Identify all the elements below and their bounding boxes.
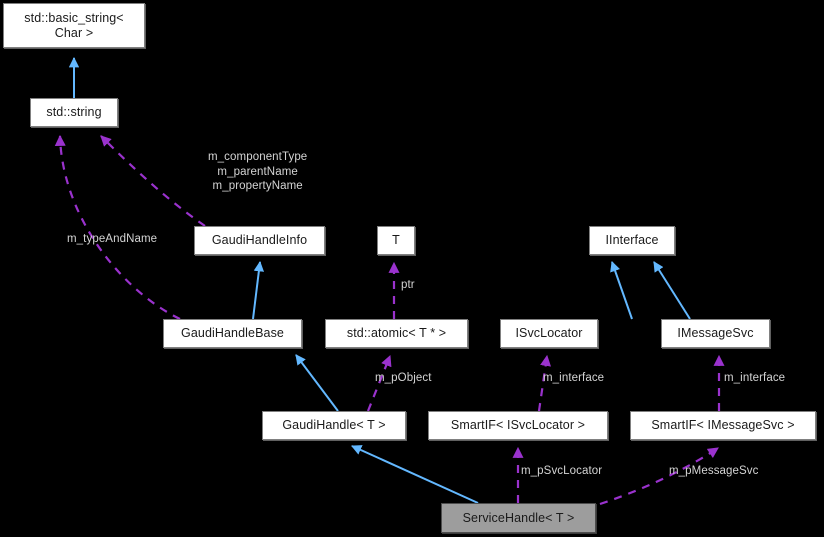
class-node-t[interactable]: T (377, 226, 415, 255)
class-node-basic_string[interactable]: std::basic_string< Char > (3, 3, 145, 48)
class-node-servicehandle[interactable]: ServiceHandle< T > (441, 503, 596, 533)
class-node-iinterface[interactable]: IInterface (589, 226, 675, 255)
class-node-isvclocator[interactable]: ISvcLocator (500, 319, 598, 348)
class-node-gaudihandlebase[interactable]: GaudiHandleBase (163, 319, 302, 348)
edge-label-p_object: m_pObject (375, 372, 432, 384)
class-node-imessagesvc[interactable]: IMessageSvc (661, 319, 770, 348)
edge-label-interface_msg: m_interface (724, 372, 786, 384)
edge-label-p_message_svc: m_pMessageSvc (669, 465, 759, 477)
class-node-string[interactable]: std::string (30, 98, 118, 127)
class-node-smartif_isvclocator[interactable]: SmartIF< ISvcLocator > (428, 411, 608, 440)
class-node-gaudihandle[interactable]: GaudiHandle< T > (262, 411, 406, 440)
inheritance-edges (68, 56, 691, 504)
usage-edges (54, 134, 725, 506)
edge-label-component_type: m_componentType m_parentName m_propertyN… (208, 151, 308, 192)
class-node-gaudihandleinfo[interactable]: GaudiHandleInfo (194, 226, 325, 255)
class-node-atomic[interactable]: std::atomic< T * > (325, 319, 468, 348)
edge-label-type_and_name: m_typeAndName (67, 233, 158, 245)
class-node-smartif_imessagesvc[interactable]: SmartIF< IMessageSvc > (630, 411, 816, 440)
edge-label-p_svc_locator: m_pSvcLocator (521, 465, 603, 477)
edge-label-interface_svc: m_interface (543, 372, 605, 384)
edge-label-ptr: ptr (401, 279, 415, 291)
